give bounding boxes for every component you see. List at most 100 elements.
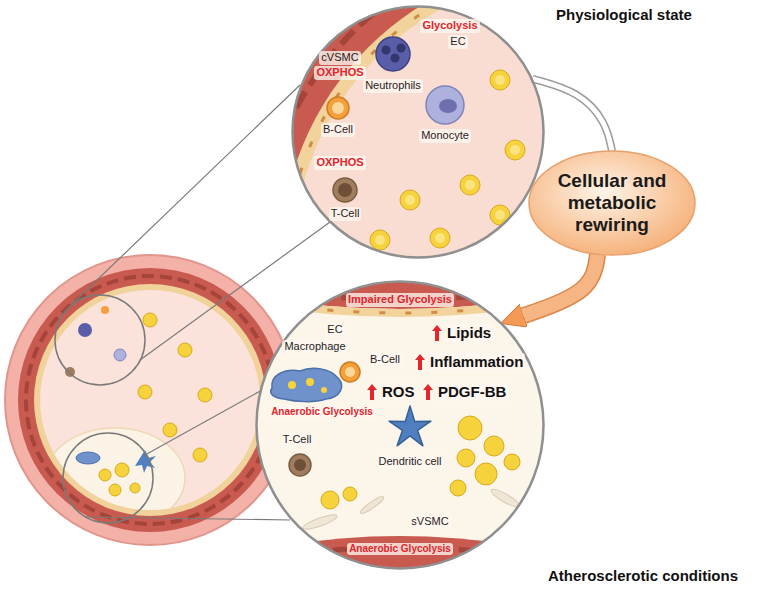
neutrophil-nucleus: [397, 44, 406, 53]
lipid-droplet: [321, 491, 339, 509]
vsmc-texture: [250, 287, 550, 300]
red-blood-cell-center: [510, 145, 520, 155]
red-blood-cell-center: [405, 195, 415, 205]
cell-label: EC: [448, 35, 467, 48]
neutrophil-nucleus: [391, 54, 400, 63]
cell-label: T-Cell: [329, 207, 362, 220]
red-blood-cell-center: [495, 210, 505, 220]
red-blood-cells: [370, 70, 525, 250]
metabolism-label: Glycolysis: [420, 19, 479, 32]
zoom-line: [70, 85, 300, 306]
adventitia: [5, 255, 295, 545]
media-layer: [18, 268, 282, 532]
b-cell-nucleus: [345, 367, 355, 377]
foam-lipid: [288, 381, 296, 389]
physiological-view: [235, 0, 760, 590]
b-cell-nucleus: [332, 102, 344, 114]
cell-label: Neutrophils: [363, 79, 423, 92]
foam-lipid: [321, 387, 327, 393]
cholesterol-crystal: [359, 495, 385, 516]
lipid-droplet: [484, 436, 504, 456]
factor-label: ROS: [380, 383, 417, 401]
red-blood-cell: [505, 140, 525, 160]
increase-arrow: [415, 354, 425, 370]
factor-label: PDGF-BB: [436, 383, 508, 401]
macrophage: [271, 368, 342, 401]
zoom-circle-border: [293, 7, 544, 258]
neutrophil-nucleus: [382, 46, 391, 55]
cell-label: B-Cell: [321, 123, 355, 136]
endothelium: [250, 296, 550, 317]
cell-label: cVSMC: [319, 51, 360, 64]
connector-outline: [523, 254, 598, 316]
cell-label: Dendritic cell: [377, 455, 444, 468]
red-blood-cell-center: [375, 235, 385, 245]
red-blood-cell: [460, 175, 480, 195]
cholesterol-crystal: [489, 487, 521, 510]
t-cell: [333, 178, 357, 202]
plaque-core: [254, 279, 546, 571]
zoom-line: [145, 390, 262, 455]
lipid-droplet: [458, 416, 482, 440]
zoom-circle-border: [257, 282, 544, 569]
red-blood-cell: [198, 388, 212, 402]
red-blood-cell: [370, 230, 390, 250]
metabolism-label: OXPHOS: [314, 66, 365, 79]
artery-section: [5, 255, 295, 545]
monocyte-nucleus: [439, 99, 457, 113]
lipid-droplet: [450, 480, 466, 496]
cell-label: EC: [325, 323, 344, 336]
macrophage: [76, 452, 100, 464]
lipid-droplet: [475, 463, 497, 485]
state-heading: Atherosclerotic conditions: [548, 567, 738, 585]
zoom-marker: [55, 295, 145, 385]
cell-label: T-Cell: [281, 433, 314, 446]
metabolism-label: Anaerobic Glycolysis: [347, 543, 453, 555]
zoom-circle: Atherosclerotic conditions: [255, 280, 545, 570]
red-blood-cell: [178, 343, 192, 357]
rewiring-label: Cellular and metabolic rewiring: [550, 170, 675, 236]
plaque: [45, 428, 185, 528]
metabolism-label: Impaired Glycolysis: [346, 293, 454, 306]
increase-arrow: [423, 384, 433, 400]
increase-arrow: [367, 384, 377, 400]
metabolism-label: OXPHOS: [314, 156, 365, 169]
increase-arrow: [432, 325, 442, 341]
zoom-marker: [63, 433, 153, 523]
b-cell: [340, 362, 360, 382]
circle-outline: [291, 5, 545, 259]
atherosclerotic-view: [250, 278, 550, 575]
process-ellipse: Cellular and metabolic rewiring: [528, 150, 696, 256]
lipid-droplet: [504, 454, 520, 470]
red-blood-cell-center: [495, 75, 505, 85]
lipid-droplet: [115, 463, 129, 477]
red-blood-cell: [193, 448, 207, 462]
factor-label: Lipids: [445, 324, 493, 342]
foam-lipid: [306, 378, 314, 386]
red-blood-cell-center: [465, 180, 475, 190]
dendritic-cell: [389, 406, 431, 446]
cell-label: sVSMC: [409, 515, 450, 528]
factor-label: Inflammation: [428, 353, 525, 371]
lipid-droplet: [343, 487, 357, 501]
t-cell: [289, 454, 311, 476]
red-blood-cell: [143, 313, 157, 327]
red-blood-cell-center: [435, 233, 445, 243]
red-blood-cell: [163, 423, 177, 437]
cell-label: Macrophage: [282, 340, 347, 353]
red-blood-cell: [430, 228, 450, 248]
lipid-droplet: [457, 449, 475, 467]
rewiring-ellipse: [529, 151, 695, 255]
connector-group: [523, 254, 598, 316]
endothelial-nuclei: [250, 300, 550, 313]
cholesterol-crystal: [302, 512, 339, 532]
t-cell-nucleus: [294, 459, 306, 471]
vsmc-texture: [250, 547, 550, 563]
lipid-droplet: [99, 469, 111, 481]
lipid-droplet: [109, 484, 121, 496]
monocyte: [426, 86, 464, 124]
